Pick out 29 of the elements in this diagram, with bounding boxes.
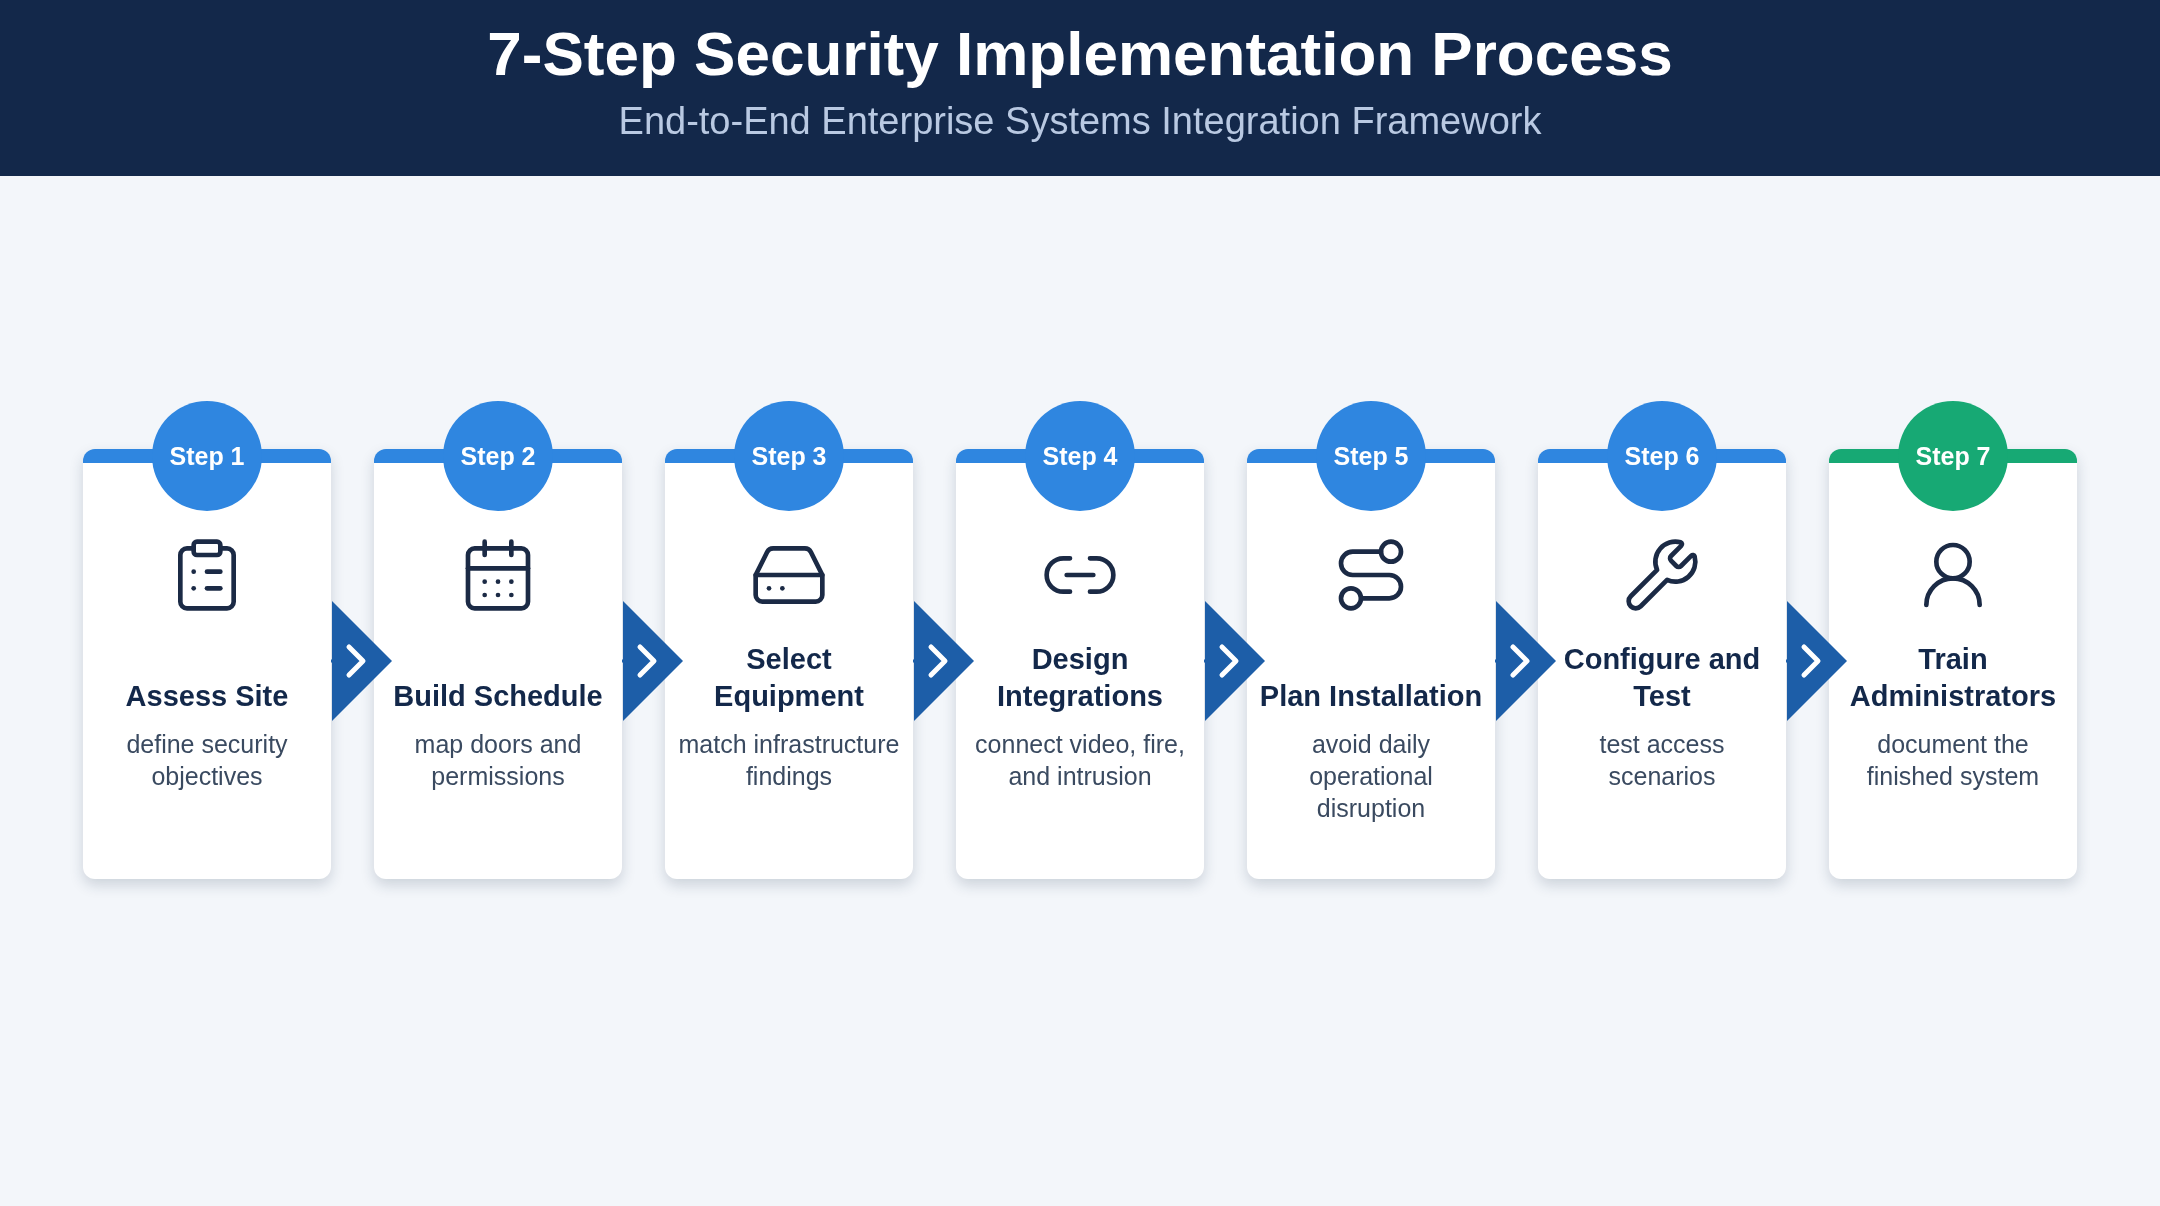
step-badge: Step 5 [1316, 401, 1426, 511]
step-description: define security objectives [125, 729, 289, 792]
chevron-arrow [620, 598, 686, 724]
step-title: Assess Site [125, 679, 289, 714]
step-description: test access scenarios [1598, 729, 1726, 792]
chevron-arrow [1202, 598, 1268, 724]
step-description: map doors and permissions [413, 729, 583, 792]
step-title: Configure and Test [1562, 642, 1762, 714]
subtitle: End-to-End Enterprise Systems Integration Framework [617, 100, 1543, 143]
step-badge: Step 7 [1898, 401, 2008, 511]
step-badge: Step 1 [152, 401, 262, 511]
step-badge: Step 2 [443, 401, 553, 511]
chevron-arrow [911, 598, 977, 724]
step-badge: Step 4 [1025, 401, 1135, 511]
step-title: Build Schedule [393, 679, 603, 714]
chevron-arrow [329, 598, 395, 724]
step-title: Plan Installation [1259, 679, 1483, 714]
step-title: Train Administrators [1848, 642, 2058, 714]
title: 7-Step Security Implementation Process [486, 18, 1674, 89]
step-description: document the finished system [1865, 729, 2041, 792]
step-description: connect video, fire, and intrusion [974, 729, 1186, 792]
chevron-arrow [1784, 598, 1850, 724]
step-title: Select Equipment [713, 642, 865, 714]
step-title: Design Integrations [996, 642, 1164, 714]
step-description: avoid daily operational disruption [1308, 729, 1434, 824]
chevron-arrow [1493, 598, 1559, 724]
step-badge: Step 6 [1607, 401, 1717, 511]
step-badge: Step 3 [734, 401, 844, 511]
step-description: match infrastructure findings [677, 729, 901, 792]
